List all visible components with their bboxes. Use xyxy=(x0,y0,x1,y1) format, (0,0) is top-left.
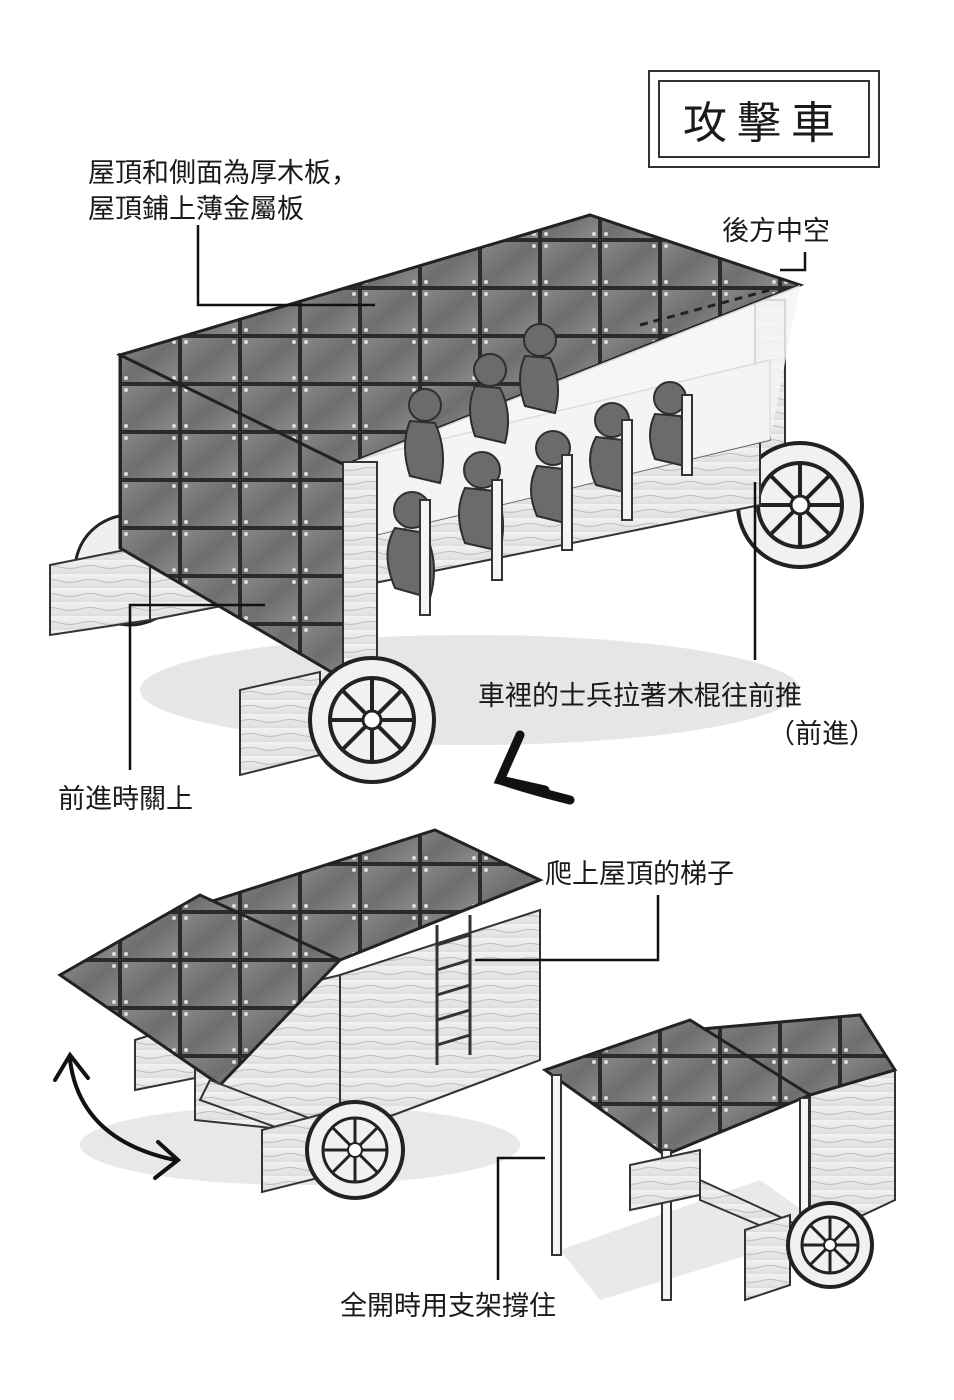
label-soldiers-line2: （前進） xyxy=(768,719,876,750)
label-closed-when-moving: 前進時關上 xyxy=(58,784,193,815)
rear-wheel xyxy=(736,441,864,569)
label-soldiers-line1: 車裡的士兵拉著木棍往前推 xyxy=(478,681,802,712)
open-close-arrow xyxy=(53,1051,182,1180)
label-roof-line2: 屋頂鋪上薄金屬板 xyxy=(88,194,304,225)
label-prop-open: 全開時用支架撐住 xyxy=(340,1291,556,1322)
label-roof-line1: 屋頂和側面為厚木板， xyxy=(88,158,358,189)
leader-lines-top xyxy=(128,225,807,770)
bottom-right-cart xyxy=(541,1013,898,1302)
support-poles xyxy=(551,1074,810,1301)
front-wheel xyxy=(308,656,436,784)
ladder xyxy=(435,915,472,1065)
bottom-left-cart xyxy=(57,828,544,1200)
top-cart xyxy=(49,213,864,784)
forward-arrow xyxy=(493,730,575,805)
title-frame: 攻擊車 xyxy=(648,70,880,168)
leader-lines-bottom xyxy=(475,895,660,1280)
page-title: 攻擊車 xyxy=(658,80,870,158)
label-rear-hollow: 後方中空 xyxy=(722,216,830,247)
label-ladder: 爬上屋頂的梯子 xyxy=(545,859,734,890)
